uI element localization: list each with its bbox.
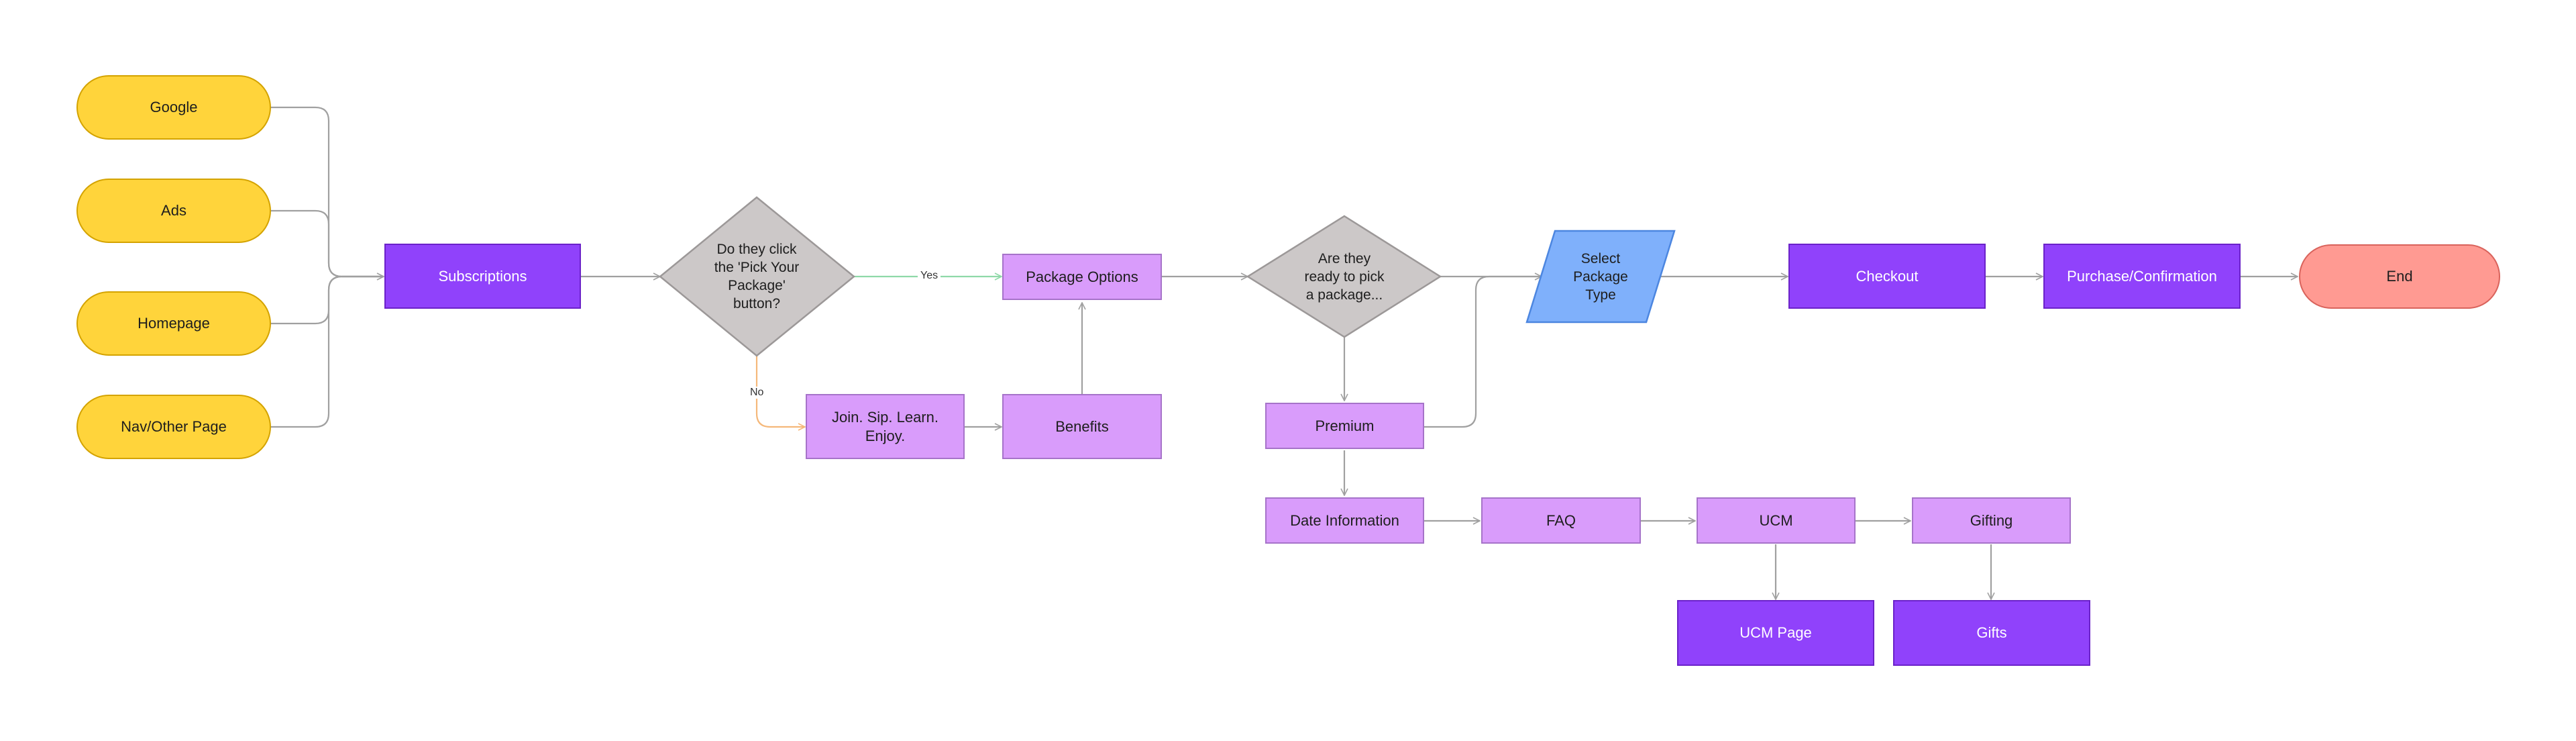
terminal-google[interactable]: Google xyxy=(76,75,271,140)
process-checkout[interactable]: Checkout xyxy=(1788,244,1986,309)
terminal-ads[interactable]: Ads xyxy=(76,179,271,243)
terminal-homepage[interactable]: Homepage xyxy=(76,291,271,356)
connector-ads-subscriptions xyxy=(270,209,384,278)
connector-nav-subscriptions xyxy=(270,275,384,428)
process-ucm[interactable]: UCM xyxy=(1697,497,1856,544)
edge-label-yes: Yes xyxy=(918,270,941,282)
process-faq[interactable]: FAQ xyxy=(1481,497,1641,544)
process-gifts[interactable]: Gifts xyxy=(1893,600,2090,666)
decision-ready-to-pick[interactable]: Are they ready to pick a package... xyxy=(1304,250,1385,303)
connector-homepage-subscriptions xyxy=(270,275,384,325)
process-gifting[interactable]: Gifting xyxy=(1912,497,2071,544)
connector-premium-select xyxy=(1424,275,1542,428)
decision-diamond-ready xyxy=(1246,215,1442,338)
connector-no xyxy=(755,356,805,427)
process-subscriptions[interactable]: Subscriptions xyxy=(384,244,581,309)
connector-google-subscriptions xyxy=(270,106,384,277)
process-purchase-confirmation[interactable]: Purchase/Confirmation xyxy=(2043,244,2241,309)
edge-label-no: No xyxy=(747,387,767,399)
process-benefits[interactable]: Benefits xyxy=(1002,394,1162,459)
terminal-nav-other-page[interactable]: Nav/Other Page xyxy=(76,395,271,459)
process-ucm-page[interactable]: UCM Page xyxy=(1677,600,1874,666)
select-package-parallelogram xyxy=(1525,230,1676,324)
select-package-type[interactable]: Select Package Type xyxy=(1573,250,1628,303)
process-join-sip-learn[interactable]: Join. Sip. Learn. Enjoy. xyxy=(806,394,965,459)
process-premium[interactable]: Premium xyxy=(1265,403,1424,449)
decision-pick-package[interactable]: Do they click the 'Pick Your Package' bu… xyxy=(714,242,800,311)
terminal-end[interactable]: End xyxy=(2299,244,2500,309)
process-package-options[interactable]: Package Options xyxy=(1002,254,1162,300)
decision-diamond-pick xyxy=(659,196,855,357)
process-date-information[interactable]: Date Information xyxy=(1265,497,1424,544)
